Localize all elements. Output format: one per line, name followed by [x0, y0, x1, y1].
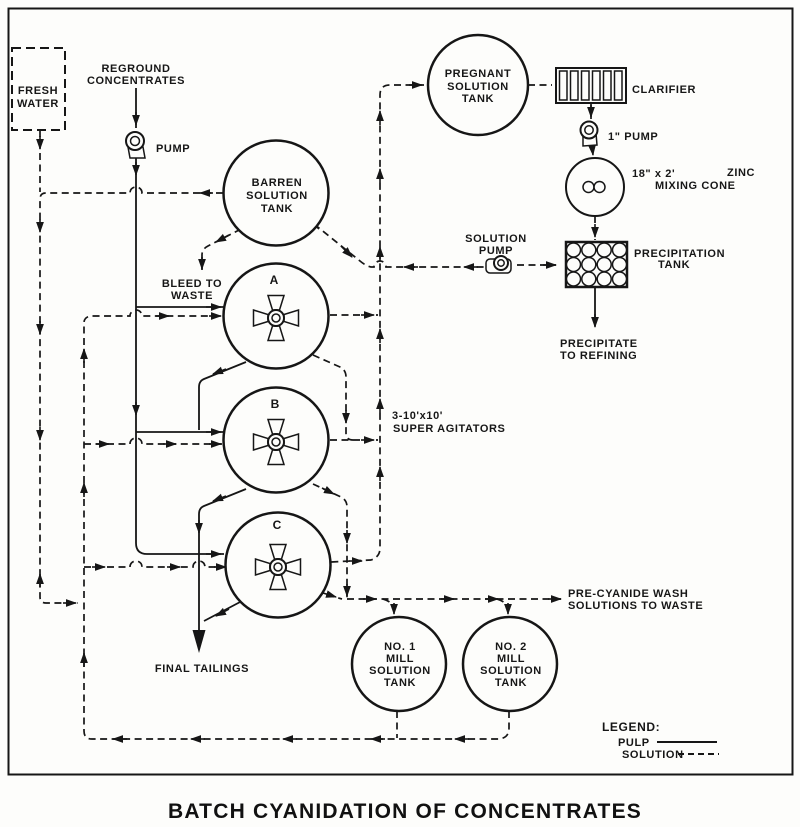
agitator-b: B — [222, 386, 330, 494]
pulp-lines — [135, 88, 596, 653]
reground-concentrates-label: REGROUND CONCENTRATES — [87, 63, 185, 87]
mill2-line2: MILL — [497, 653, 525, 665]
agitator-a: A — [222, 262, 330, 370]
barren-line2: SOLUTION — [246, 190, 308, 202]
page-title: BATCH CYANIDATION OF CONCENTRATES — [168, 800, 642, 823]
mill1-line3: SOLUTION — [369, 665, 431, 677]
solution-pump-label: SOLUTION PUMP — [465, 233, 527, 257]
legend-heading: LEGEND: — [602, 720, 660, 734]
super-agitators-line1: 3-10'x10' — [392, 410, 443, 422]
barren-solution-tank: BARREN SOLUTION TANK — [222, 139, 330, 247]
precipitation-tank-label2: TANK — [658, 259, 690, 271]
pregnant-line2: SOLUTION — [447, 81, 509, 93]
diagram-border — [7, 7, 794, 776]
precipitate-line1: PRECIPITATE — [560, 338, 638, 350]
impeller-icon — [252, 294, 300, 342]
mill1-line1: NO. 1 — [384, 641, 416, 653]
precyanide-label: PRE-CYANIDE WASH SOLUTIONS TO WASTE — [568, 588, 703, 612]
agitator-b-letter: B — [271, 397, 280, 411]
zinc-label: ZINC — [727, 167, 755, 179]
legend-pulp-label: PULP — [618, 737, 650, 749]
fresh-water-label: FRESH — [18, 85, 58, 97]
flow-arrows — [36, 81, 599, 743]
fresh-water-label: WATER — [17, 98, 59, 110]
feed-pump-icon — [125, 131, 146, 159]
pregnant-line3: TANK — [462, 93, 494, 105]
impeller-icon — [252, 418, 300, 466]
precipitation-tank — [564, 240, 629, 289]
clarifier — [555, 67, 627, 104]
impeller-icon — [254, 543, 302, 591]
solution-pump-icon — [485, 255, 512, 274]
mill2-line3: SOLUTION — [480, 665, 542, 677]
mill1-line4: TANK — [384, 677, 416, 689]
pregnant-line1: PREGNANT — [445, 68, 512, 80]
final-tailings-label: FINAL TAILINGS — [155, 663, 249, 675]
one-inch-pump-icon — [579, 120, 599, 147]
mixing-cone-label: MIXING CONE — [655, 180, 736, 192]
feed-pump-label: PUMP — [156, 143, 190, 155]
super-agitators-line2: SUPER AGITATORS — [393, 423, 506, 435]
precipitate-line2: TO REFINING — [560, 350, 637, 362]
legend: LEGEND: PULP SOLUTION — [602, 720, 719, 761]
barren-line1: BARREN — [252, 177, 303, 189]
bleed-line2: WASTE — [171, 290, 213, 302]
zinc-size-label: 18" x 2' — [632, 168, 675, 180]
mill2-line1: NO. 2 — [495, 641, 527, 653]
precyanide-line2: SOLUTIONS TO WASTE — [568, 600, 703, 612]
agitator-c-letter: C — [273, 518, 282, 532]
mill-solution-tank-1: NO. 1 MILL SOLUTION TANK — [350, 615, 448, 713]
reground-line1: REGROUND — [102, 63, 171, 75]
legend-solution-label: SOLUTION — [622, 749, 684, 761]
mill1-line2: MILL — [386, 653, 414, 665]
bleed-line1: BLEED TO — [162, 278, 222, 290]
reground-line2: CONCENTRATES — [87, 75, 185, 87]
mill2-line4: TANK — [495, 677, 527, 689]
fresh-water-box: FRESH WATER — [11, 47, 66, 131]
pregnant-solution-tank: PREGNANT SOLUTION TANK — [426, 33, 530, 137]
agitator-a-letter: A — [270, 273, 279, 287]
agitator-c: C — [224, 511, 332, 619]
mill-solution-tank-2: NO. 2 MILL SOLUTION TANK — [461, 615, 559, 713]
clarifier-label: CLARIFIER — [632, 84, 696, 96]
one-inch-pump-label: 1" PUMP — [608, 131, 658, 143]
precipitation-tank-label1: PRECIPITATION — [634, 248, 725, 260]
super-agitators-label: 3-10'x10' SUPER AGITATORS — [392, 410, 506, 435]
final-tailings-arrow — [192, 630, 206, 653]
bleed-to-waste-label: BLEED TO WASTE — [162, 278, 222, 302]
barren-line3: TANK — [261, 203, 293, 215]
zinc-mixing-cone — [565, 157, 625, 217]
solution-pump-line2: PUMP — [479, 245, 513, 257]
precyanide-line1: PRE-CYANIDE WASH — [568, 588, 688, 600]
precipitate-label: PRECIPITATE TO REFINING — [560, 338, 638, 362]
solution-pump-line1: SOLUTION — [465, 233, 527, 245]
